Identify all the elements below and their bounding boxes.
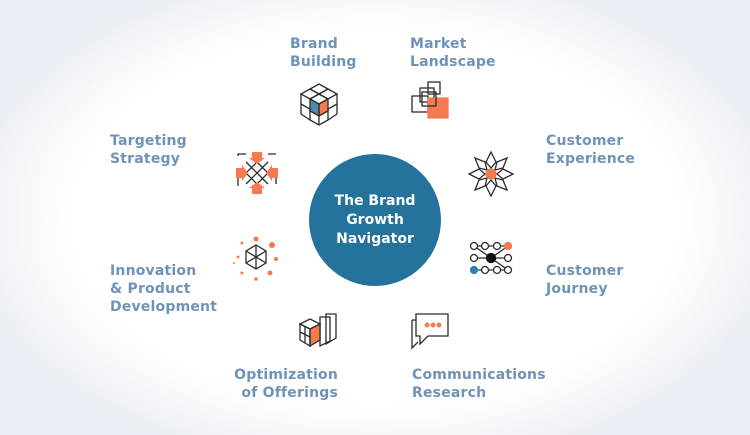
label-innovation-product-development: Innovation & Product Development xyxy=(110,263,218,315)
label-targeting-strategy: Targeting Strategy xyxy=(110,133,187,167)
cube-icon xyxy=(296,82,342,126)
label-market-landscape: Market Landscape xyxy=(410,36,496,70)
node-network-icon xyxy=(468,240,514,276)
label-customer-journey: Customer Journey xyxy=(546,263,624,297)
label-customer-experience: Customer Experience xyxy=(546,133,636,167)
center-circle: The Brand Growth Navigator xyxy=(309,154,441,286)
target-arrows-icon xyxy=(234,150,280,196)
stacked-cards-icon xyxy=(296,310,342,348)
speech-bubble-icon xyxy=(410,310,452,350)
hexagon-dots-icon xyxy=(232,235,280,283)
label-optimization-of-offerings: Optimization of Offerings xyxy=(234,367,338,401)
label-brand-building: Brand Building xyxy=(290,36,357,70)
center-title: The Brand Growth Navigator xyxy=(334,192,416,247)
flower-icon xyxy=(466,150,516,198)
overlapping-squares-icon xyxy=(408,78,452,122)
label-communications-research: Communications Research xyxy=(412,367,546,401)
